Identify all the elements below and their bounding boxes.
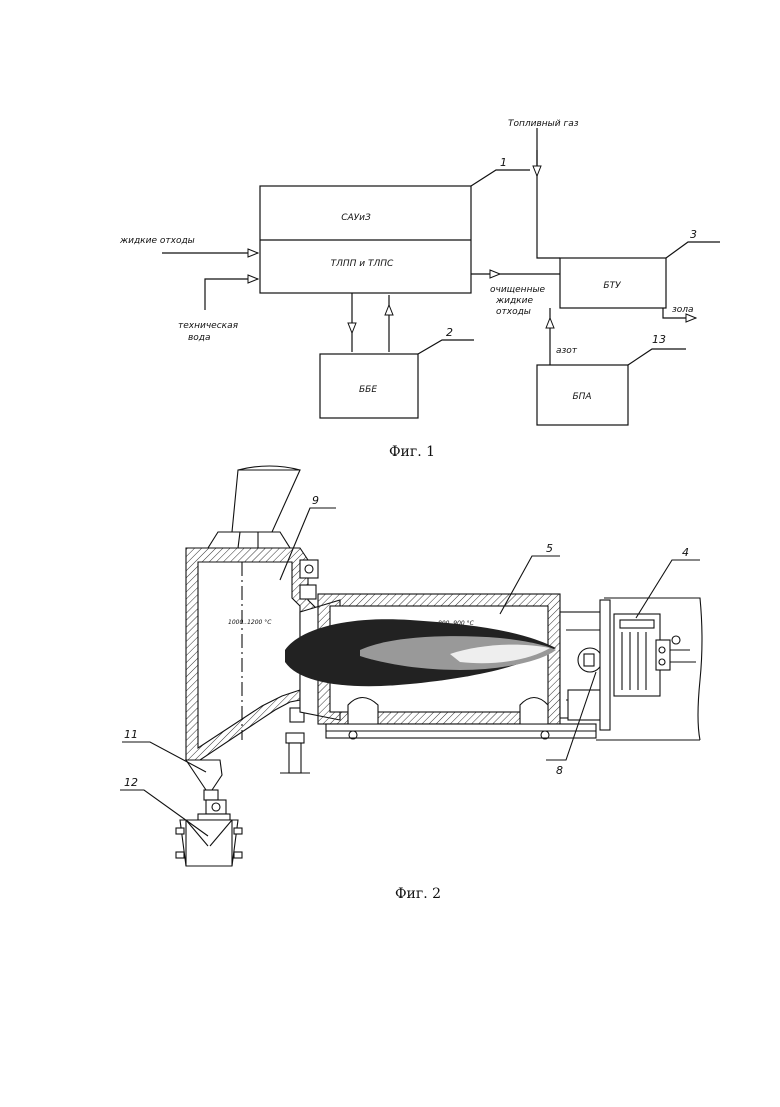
tech-water-arrow (205, 279, 258, 310)
leader-2 (418, 340, 474, 354)
burner-flange (600, 600, 610, 730)
liquid-waste-label: жидкие отходы (119, 236, 195, 246)
block-bbe-label: ББЕ (359, 385, 377, 395)
duct-flange (208, 532, 290, 548)
container-lug-left (176, 828, 184, 834)
ref-number-13: 13 (652, 333, 666, 346)
block-sauiz-label: САУиЗ (341, 213, 371, 223)
block-bpa-label: БПА (572, 392, 591, 402)
duct-break-line (238, 466, 300, 470)
figure-2-installation-drawing: 1000..1200 °С 800..900 °С (120, 466, 702, 866)
ref-number-2: 2 (446, 326, 453, 339)
purified-label-1: очищенные (490, 285, 546, 295)
bracket-top-a (300, 560, 318, 578)
container-lug-left-2 (176, 852, 184, 858)
ref-number-4: 4 (682, 546, 689, 559)
support-leg-a (289, 743, 301, 773)
ash-container-12 (180, 820, 238, 866)
saddle-1 (348, 698, 378, 725)
ref-number-3: 3 (690, 228, 697, 241)
leader-4 (636, 560, 700, 618)
purified-label-3: отходы (496, 307, 531, 317)
tech-water-label-1: техническая (178, 321, 239, 331)
ash-valve-body (204, 790, 218, 800)
ref-number-9: 9 (312, 494, 319, 507)
ash-gate (206, 800, 226, 814)
leader-1 (471, 170, 530, 186)
burner-unit-top (620, 620, 654, 628)
nitrogen-label: азот (556, 346, 578, 356)
chamber-temp-label: 1000..1200 °С (228, 619, 272, 626)
tech-water-label-2: вода (188, 333, 211, 343)
burner-nozzle (584, 654, 594, 666)
container-lug-right-2 (234, 852, 242, 858)
figure-1-caption: Фиг. 1 (389, 444, 435, 460)
leader-3 (666, 242, 720, 258)
figure-1-block-diagram: САУиЗ ТЛПП и ТЛПС ББЕ БТУ БПА жидкие отх… (119, 119, 720, 425)
purified-label-2: жидкие (495, 296, 533, 306)
container-lug-right (234, 828, 242, 834)
container-inlet (198, 814, 230, 820)
exhaust-duct (232, 470, 300, 532)
fuel-gas-label: Топливный газ (508, 119, 579, 129)
block-tlpp-label: ТЛПП и ТЛПС (331, 259, 394, 269)
ref-number-5: 5 (546, 542, 553, 555)
ref-number-11: 11 (124, 728, 138, 741)
fuel-gas-line (537, 128, 560, 258)
ref-number-12: 12 (124, 776, 138, 789)
block-btu-label: БТУ (603, 281, 621, 291)
saddle-2 (520, 698, 548, 725)
bracket-top-b (300, 585, 316, 599)
support-foot-a (286, 733, 304, 743)
burner-valve-block (656, 640, 670, 670)
ash-label: зола (672, 305, 694, 315)
ref-number-1: 1 (500, 156, 507, 169)
ref-number-8: 8 (556, 764, 563, 777)
figure-2-caption: Фиг. 2 (395, 886, 441, 902)
burner-stand (568, 690, 600, 720)
pipe-fitting (672, 636, 680, 644)
leader-13 (628, 349, 686, 365)
